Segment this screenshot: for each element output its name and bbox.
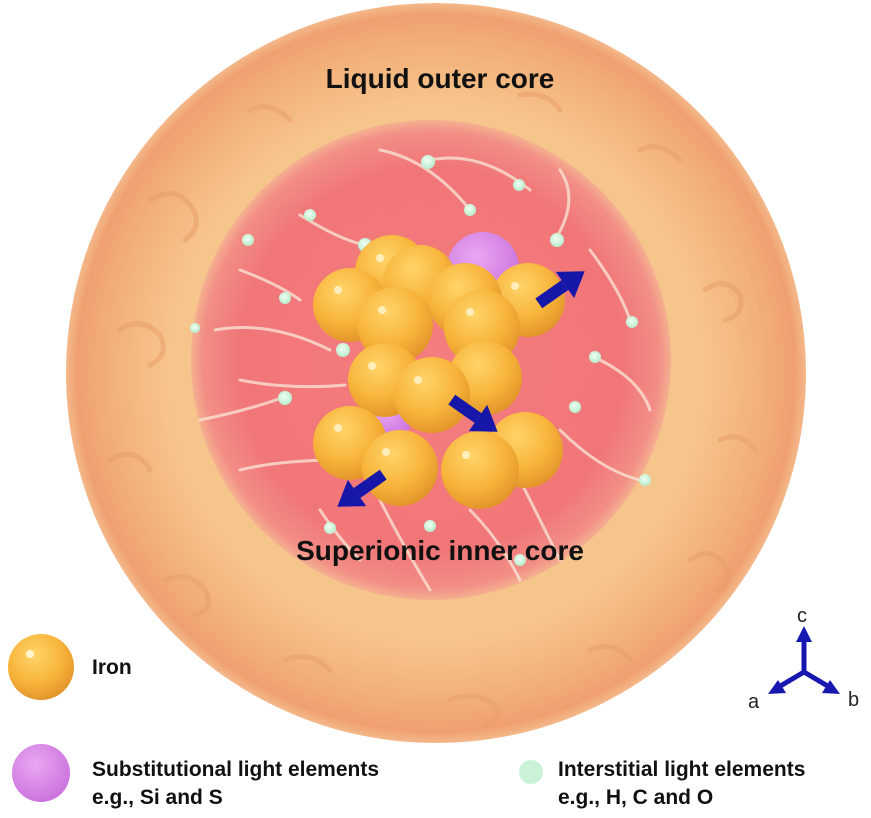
iron-legend-icon (8, 634, 74, 700)
motion-arrows (337, 271, 585, 507)
arrow-down-left (337, 469, 387, 507)
interstitial-legend-icon (519, 760, 543, 784)
iron-legend-label: Iron (92, 656, 132, 679)
arrow-up-right (535, 271, 585, 309)
substitutional-legend-line1: Substitutional light elements (92, 758, 380, 781)
substitutional-legend-label: Substitutional light elements e.g., Si a… (92, 756, 379, 812)
crystal-axes: c a b (748, 605, 859, 713)
axis-a-label: a (748, 691, 760, 713)
outer-core-texture (107, 91, 758, 728)
axis-b-label: b (848, 689, 859, 711)
substitutional-legend-line2: e.g., Si and S (92, 786, 223, 809)
arrow-down-right (448, 394, 498, 432)
inner-core-label: Superionic inner core (296, 535, 584, 566)
axis-c-label: c (797, 605, 807, 627)
outer-core-label: Liquid outer core (326, 63, 555, 94)
interstitial-legend-line2: e.g., H, C and O (558, 786, 714, 809)
interstitial-legend-label: Interstitial light elements e.g., H, C a… (558, 756, 805, 812)
interstitial-legend-line1: Interstitial light elements (558, 758, 806, 781)
iron-highlights (334, 254, 519, 459)
iron-cluster (313, 235, 565, 509)
substitutional-legend-icon (12, 744, 70, 802)
